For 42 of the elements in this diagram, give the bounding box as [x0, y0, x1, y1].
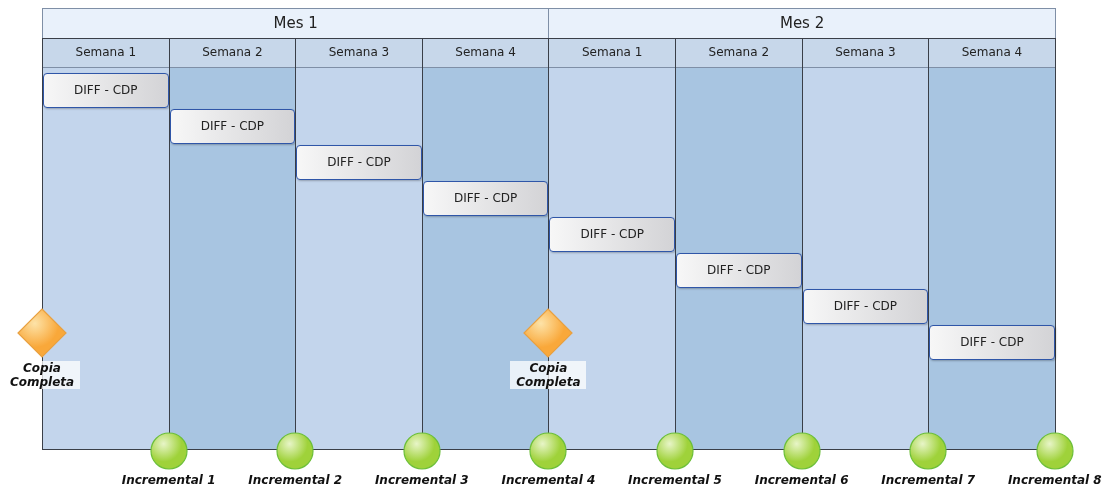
task-bar: DIFF - CDP — [802, 289, 929, 324]
week-header: Semana 3 — [802, 39, 929, 68]
backup-label: Incremental 5 — [627, 473, 723, 487]
week-column — [675, 38, 803, 450]
circle-marker — [656, 432, 694, 470]
backup-label: Incremental 8 — [1006, 473, 1103, 487]
diamond-marker — [17, 308, 67, 358]
task-bar: DIFF - CDP — [929, 325, 1055, 360]
week-header: Semana 4 — [929, 39, 1055, 68]
week-header: Semana 1 — [549, 39, 675, 68]
backup-label: Incremental 3 — [373, 473, 470, 487]
backup-label: Incremental 7 — [880, 473, 977, 487]
circle-marker — [782, 432, 821, 470]
diamond-marker — [523, 308, 574, 358]
backup-label: Incremental 1 — [120, 473, 217, 487]
month-header: Mes 2 — [548, 8, 1056, 39]
week-header: Semana 1 — [43, 39, 169, 68]
circle-marker — [402, 432, 441, 470]
task-bar: DIFF - CDP — [43, 73, 169, 108]
circle-marker — [149, 432, 188, 470]
backup-label: Incremental 2 — [247, 473, 344, 487]
circle-marker — [909, 432, 948, 470]
task-bar: DIFF - CDP — [169, 109, 296, 144]
circle-marker — [276, 432, 315, 470]
task-bar: DIFF - CDP — [549, 217, 675, 252]
week-column — [295, 38, 423, 450]
week-column — [801, 38, 930, 450]
week-column — [928, 38, 1056, 450]
circle-marker — [1035, 432, 1074, 470]
week-header: Semana 4 — [422, 39, 549, 68]
week-header: Semana 2 — [676, 39, 802, 68]
task-bar: DIFF - CDP — [296, 145, 422, 180]
month-header: Mes 1 — [42, 8, 550, 39]
task-bar: DIFF - CDP — [422, 181, 549, 216]
task-bar: DIFF - CDP — [676, 253, 802, 288]
backup-label: Incremental 6 — [753, 473, 850, 487]
week-column — [168, 38, 297, 450]
milestone-label: Copia Completa — [510, 361, 587, 389]
circle-marker — [529, 432, 568, 470]
backup-label: Incremental 4 — [500, 473, 597, 487]
week-header: Semana 3 — [296, 39, 422, 68]
week-header: Semana 2 — [169, 39, 296, 68]
